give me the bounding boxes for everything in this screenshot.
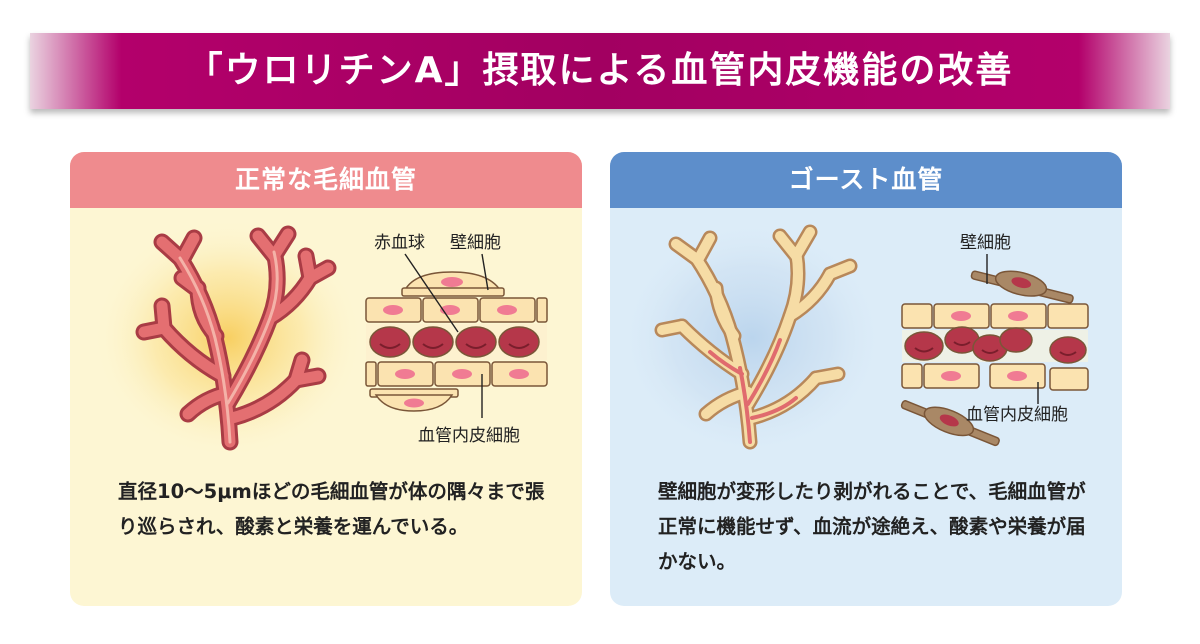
- title-banner: 「ウロリチンA」摂取による血管内皮機能の改善: [30, 33, 1170, 109]
- detached-pericyte: [900, 400, 1000, 447]
- endothelial-cell: [901, 363, 923, 389]
- ghost-vessel-wall: [900, 270, 1089, 447]
- vessel-glow: [93, 218, 363, 458]
- normal-capillary-tree: [135, 225, 337, 451]
- label-red-blood-cell: 赤血球: [374, 233, 425, 253]
- page-title: 「ウロリチンA」摂取による血管内皮機能の改善: [186, 50, 1014, 91]
- normal-capillary-description: 直径10〜5μmほどの毛細血管が体の隅々まで張り巡らされ、酸素と栄養を運んでいる…: [118, 480, 545, 538]
- endothelial-cell: [365, 361, 377, 387]
- label-pericyte: 壁細胞: [450, 233, 501, 253]
- red-blood-cell: [369, 326, 411, 358]
- endothelial-cell: [901, 303, 933, 329]
- endothelial-cell: [1047, 303, 1089, 329]
- detached-pericyte: [970, 270, 1074, 304]
- red-blood-cell: [412, 326, 454, 358]
- label-endothelial-cell-ghost: 血管内皮細胞: [966, 405, 1068, 425]
- label-endothelial-cell: 血管内皮細胞: [418, 426, 520, 446]
- normal-vessel-wall: [365, 271, 548, 412]
- red-blood-cell: [999, 327, 1033, 353]
- red-blood-cell: [498, 326, 540, 358]
- normal-capillary-panel: 正常な毛細血管: [70, 152, 582, 606]
- ghost-capillary-heading: ゴースト血管: [610, 152, 1122, 208]
- red-blood-cells: [369, 326, 540, 358]
- red-blood-cell: [455, 326, 497, 358]
- pericyte-plate: [401, 287, 505, 297]
- endothelial-cell: [536, 297, 548, 323]
- normal-leader-lines: [404, 253, 489, 418]
- normal-capillary-heading: 正常な毛細血管: [70, 152, 582, 208]
- red-blood-cell: [1049, 336, 1087, 364]
- ghost-capillary-illustration: 壁細胞 血管内皮細胞: [617, 218, 1089, 458]
- label-pericyte-ghost: 壁細胞: [960, 233, 1011, 253]
- ghost-capillary-panel: ゴースト血管: [610, 152, 1122, 606]
- normal-capillary-illustration: 赤血球 壁細胞 血管内皮細胞: [93, 218, 548, 458]
- red-blood-cells: [904, 326, 1087, 364]
- red-blood-cell: [904, 331, 944, 361]
- pericyte-nucleus: [441, 277, 463, 287]
- endothelial-cell: [1049, 367, 1089, 391]
- ghost-capillary-tree: [654, 224, 858, 450]
- ghost-capillary-description: 壁細胞が変形したり剥がれることで、毛細血管が正常に機能せず、血流が途絶え、酸素や…: [658, 480, 1086, 573]
- ghost-leader-lines: [986, 254, 1039, 404]
